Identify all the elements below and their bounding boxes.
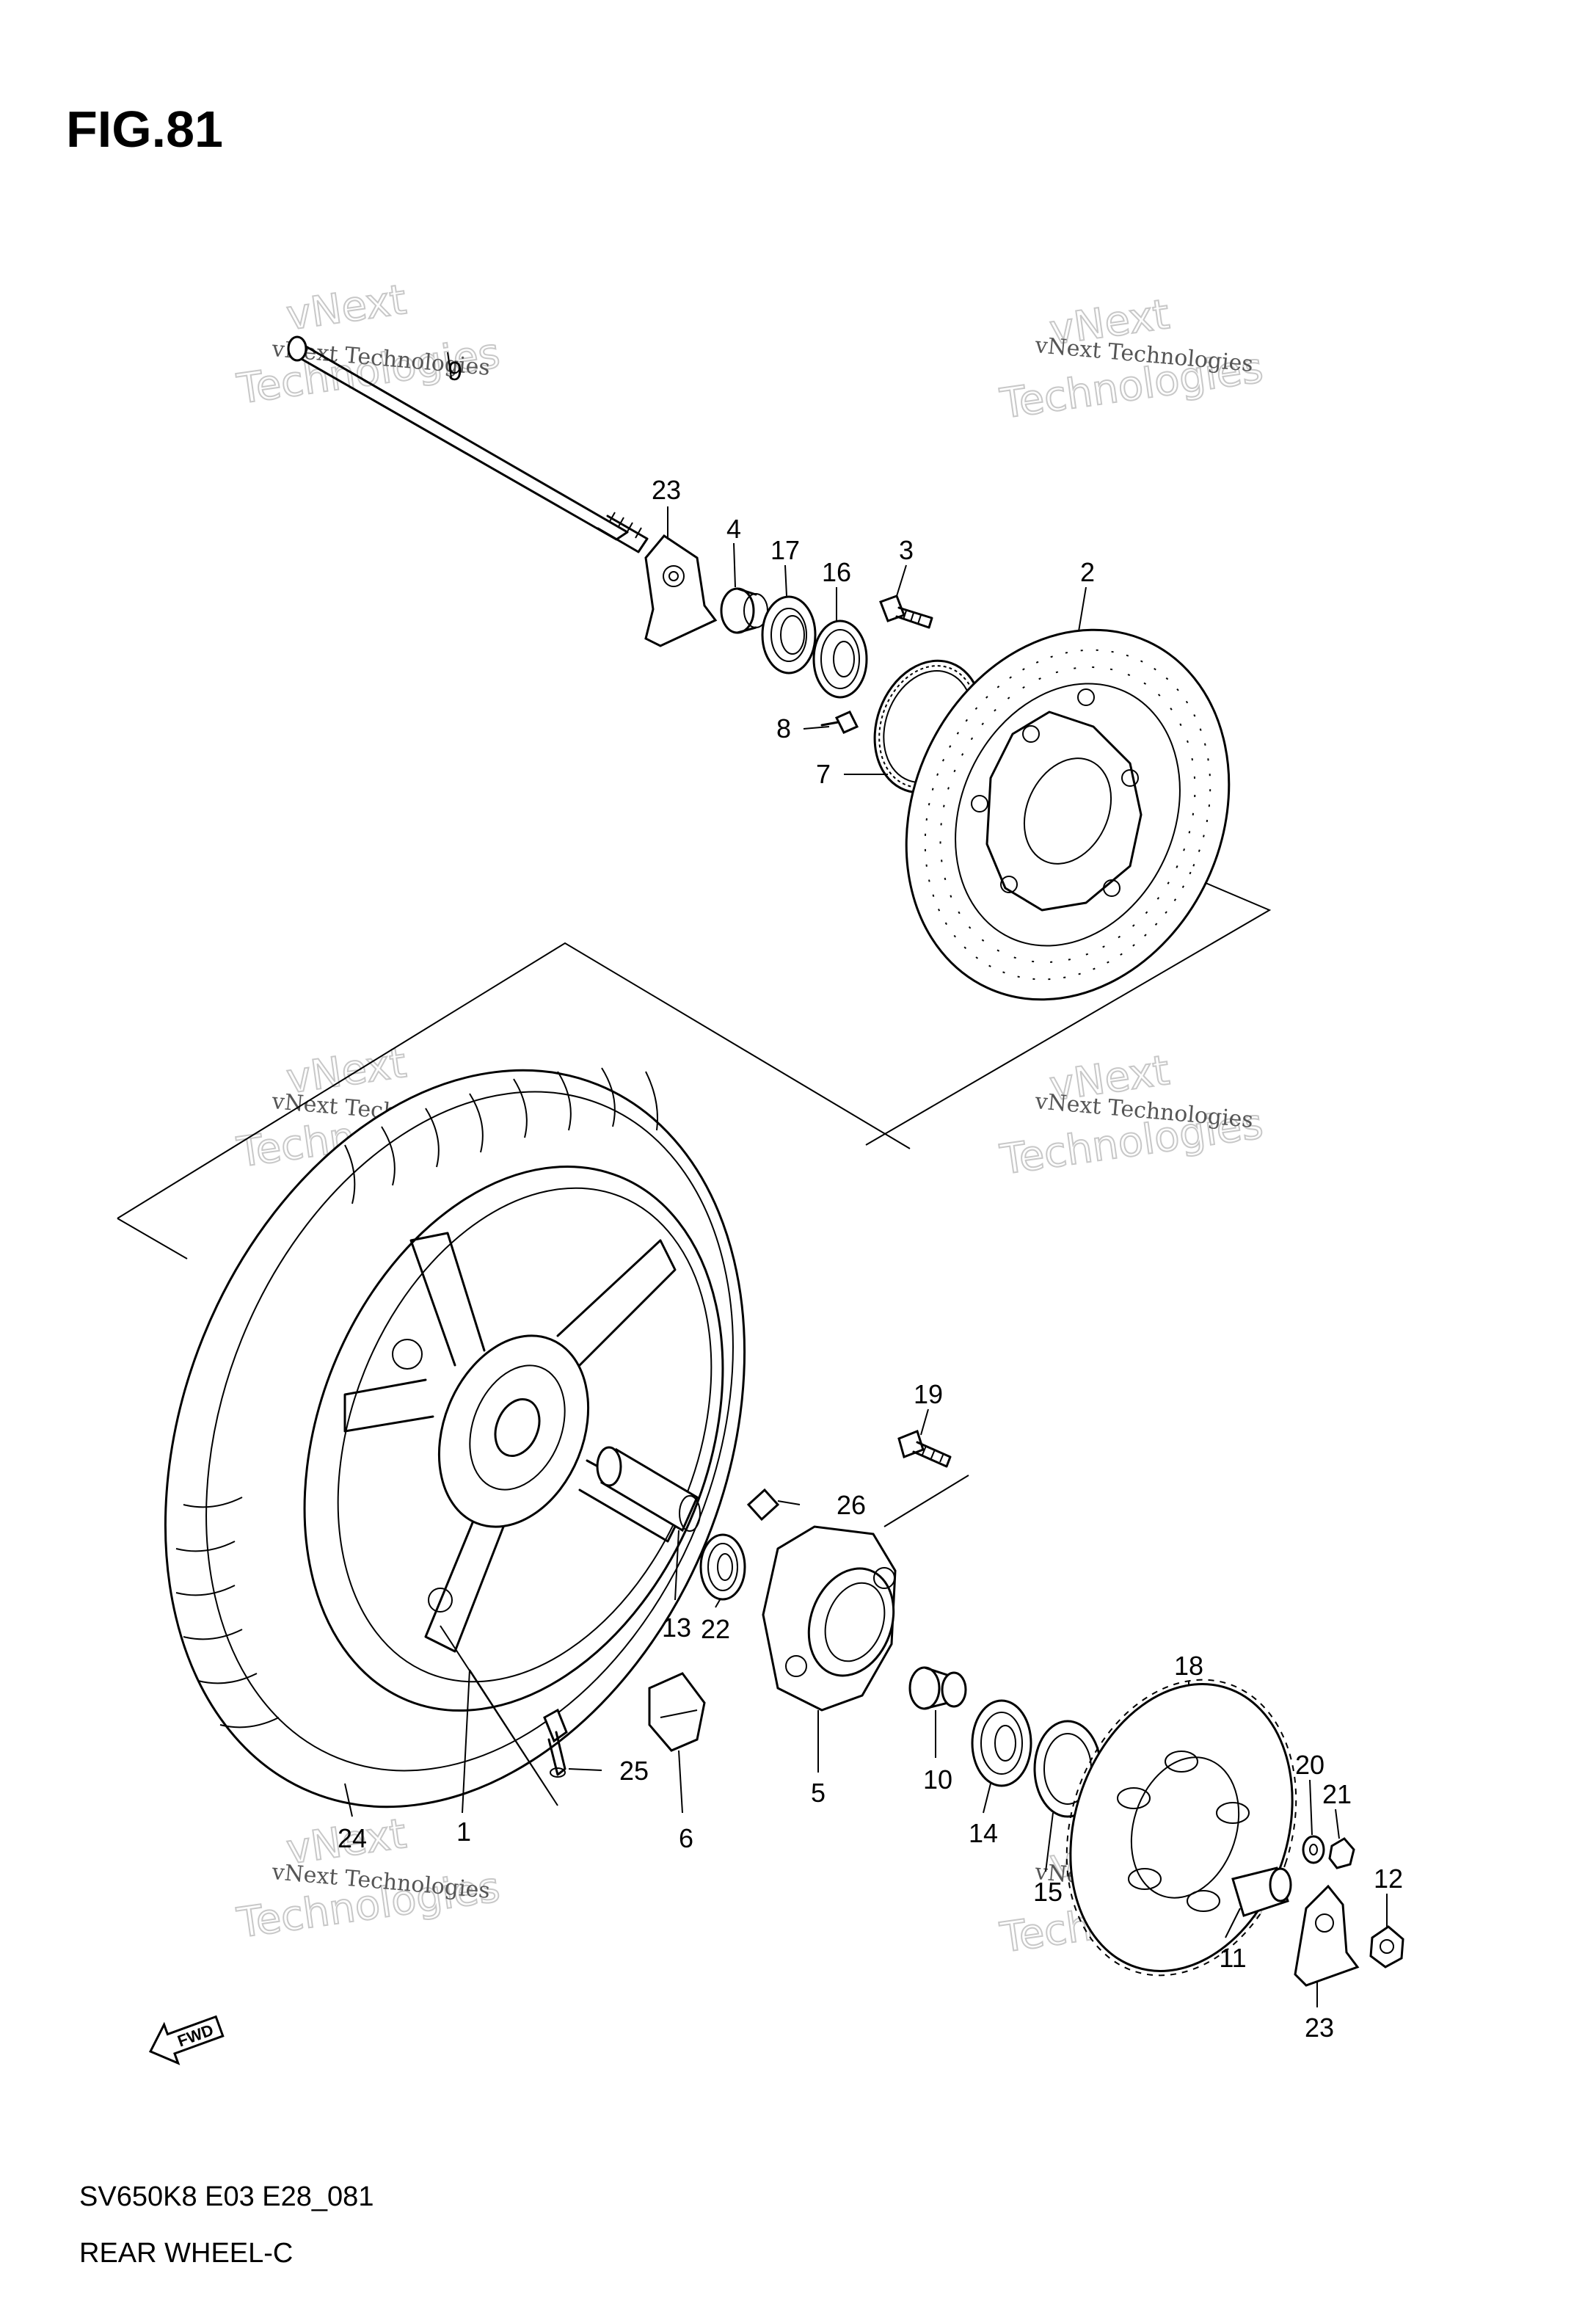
sprocket-collar xyxy=(908,1666,967,1710)
part-number-label: 23 xyxy=(1305,2013,1334,2043)
part-number-label: 17 xyxy=(770,535,800,565)
retaining-pin xyxy=(746,1488,780,1522)
part-number-label: 16 xyxy=(822,557,851,587)
sprocket-drum-hub xyxy=(762,1525,897,1712)
part-number-label: 2 xyxy=(1080,557,1095,587)
part-number-label: 26 xyxy=(837,1490,866,1520)
figure-caption: REAR WHEEL-C xyxy=(79,2238,293,2269)
figure-code: SV650K8 E03 E28_081 xyxy=(79,2181,374,2212)
brake-disc xyxy=(905,628,1231,1001)
part-number-label: 4 xyxy=(726,514,741,544)
part-number-label: 20 xyxy=(1295,1750,1324,1780)
figure-title: FIG.81 xyxy=(66,101,223,158)
sprocket-washer xyxy=(1302,1835,1325,1864)
part-number-label: 7 xyxy=(816,759,831,789)
part-number-label: 19 xyxy=(914,1379,943,1409)
wheel-bearing-upper xyxy=(812,619,868,699)
part-number-label: 3 xyxy=(899,535,914,565)
wheel-bearing-right xyxy=(971,1699,1032,1787)
rear-sprocket xyxy=(1065,1679,1297,1977)
part-number-label: 9 xyxy=(448,356,462,386)
part-number-label: 25 xyxy=(619,1756,649,1786)
part-number-label: 10 xyxy=(923,1764,952,1795)
wheel-bearing-left xyxy=(699,1533,746,1601)
sensor-ring-screw xyxy=(820,710,859,734)
part-number-label: 12 xyxy=(1374,1864,1403,1894)
part-number-label: 24 xyxy=(338,1823,367,1853)
sprocket-mounting-bolt xyxy=(897,1430,952,1468)
part-callouts: 9 23 4 17 16 3 2 8 7 19 26 13 22 5 10 14… xyxy=(338,356,1403,2043)
chain-adjuster-lower xyxy=(1294,1884,1360,1987)
disc-bolt xyxy=(879,595,933,629)
part-number-label: 18 xyxy=(1174,1651,1203,1681)
part-number-label: 13 xyxy=(662,1613,691,1643)
part-number-label: 11 xyxy=(1219,1943,1246,1973)
forward-direction-arrow-icon: FWD xyxy=(148,2015,225,2065)
sprocket-nut xyxy=(1328,1837,1355,1869)
axle-nut xyxy=(1369,1925,1404,1969)
tire-valve xyxy=(543,1708,568,1778)
spacer-collar xyxy=(720,587,768,634)
leader-lines xyxy=(344,352,1388,2007)
part-number-label: 1 xyxy=(456,1817,471,1847)
part-number-label: 6 xyxy=(679,1823,693,1853)
part-number-label: 8 xyxy=(776,713,791,744)
part-number-label: 22 xyxy=(701,1614,730,1644)
part-number-label: 15 xyxy=(1033,1877,1063,1907)
rear-wheel-rim xyxy=(303,1165,724,1712)
part-number-label: 14 xyxy=(969,1818,998,1848)
part-number-label: 21 xyxy=(1322,1779,1352,1809)
cush-damper xyxy=(648,1672,706,1752)
watermark-big: vNext xyxy=(284,276,409,340)
hub-spacer-tube xyxy=(596,1446,701,1533)
part-number-label: 23 xyxy=(652,475,681,505)
part-number-label: 5 xyxy=(811,1778,826,1808)
axle-shaft xyxy=(287,335,649,553)
axle-spacer xyxy=(1231,1866,1292,1917)
chain-adjuster-upper xyxy=(644,534,718,647)
oil-seal xyxy=(761,595,817,675)
